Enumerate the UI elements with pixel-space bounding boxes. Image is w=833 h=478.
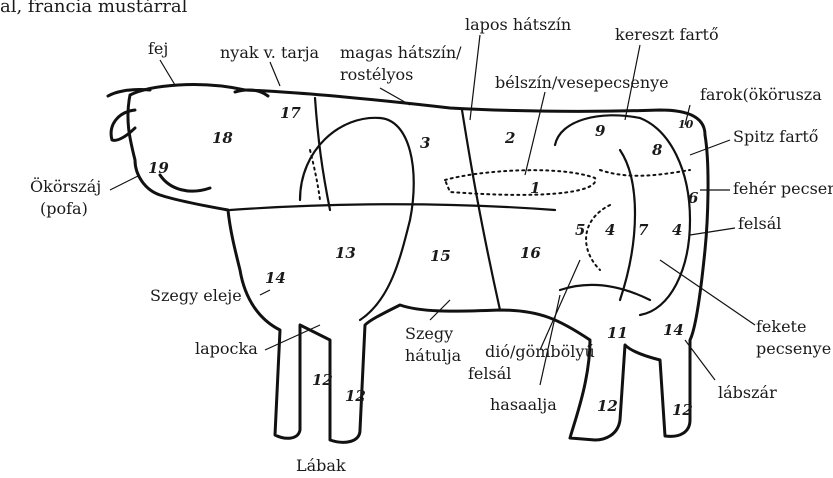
region-number: 7 — [638, 222, 648, 238]
leader-fej — [160, 60, 175, 85]
region-number: 19 — [148, 160, 169, 176]
label-spitz: Spitz fartő — [733, 128, 818, 146]
label-feher: fehér pecsen — [733, 180, 833, 198]
label-magas-2: rostélyos — [340, 66, 413, 84]
label-belszin: bélszín/vesepecsenye — [495, 74, 669, 92]
region-number: 1 — [530, 180, 540, 196]
leader-lapos — [470, 35, 480, 120]
region-number: 14 — [265, 270, 286, 286]
region-number: 9 — [595, 123, 605, 139]
leader-lapocka — [265, 325, 320, 350]
leader-spitz — [690, 140, 730, 155]
label-szegy-hatulja-1: Szegy — [405, 325, 453, 343]
label-lapocka: lapocka — [195, 340, 258, 358]
region-number: 13 — [335, 245, 356, 261]
region-number: 18 — [212, 130, 233, 146]
leader-szegy-eleje — [260, 290, 270, 295]
label-szegy-eleje: Szegy eleje — [150, 287, 242, 305]
region-number: 4 — [605, 222, 615, 238]
cut-lapos — [462, 110, 500, 310]
label-kereszt: kereszt fartő — [615, 26, 719, 44]
leader-okorszaj — [110, 175, 140, 190]
label-nyak: nyak v. tarja — [220, 44, 319, 62]
label-felsal: felsál — [738, 215, 781, 233]
region-number: 14 — [663, 322, 684, 338]
label-hasaalja: hasaalja — [490, 396, 557, 414]
muzzle — [160, 175, 210, 191]
region-number: 16 — [520, 245, 541, 261]
label-szegy-hatulja-2: hátulja — [405, 347, 461, 365]
leader-felsal — [690, 228, 735, 235]
label-fekete-1: fekete — [756, 318, 806, 336]
label-fekete-2: pecsenye — [756, 340, 831, 358]
leader-belszin — [525, 92, 545, 175]
region-number: 4 — [672, 222, 682, 238]
cut-shoulder-loop — [300, 118, 414, 320]
cut-neck — [315, 98, 330, 210]
label-okorszaj-1: Ökörszáj — [30, 178, 101, 196]
dotted-neck — [310, 150, 320, 200]
region-number: 11 — [607, 325, 628, 341]
region-number: 12 — [597, 398, 618, 414]
cut-flank — [560, 285, 650, 300]
region-number: 10 — [678, 117, 693, 133]
ear — [111, 110, 135, 140]
region-number: 8 — [652, 142, 662, 158]
leader-fekete — [660, 260, 755, 325]
label-farok: farok(ökörusza — [700, 86, 822, 104]
region-number: 15 — [430, 248, 451, 264]
label-labszar: lábszár — [718, 384, 777, 402]
region-number: 12 — [312, 372, 333, 388]
dotted-belszin — [445, 170, 595, 195]
leader-nyak — [270, 62, 280, 86]
label-lapos: lapos hátszín — [465, 16, 571, 34]
label-dio-2: felsál — [468, 365, 511, 383]
region-number: 12 — [345, 388, 366, 404]
cut-rump-loop — [555, 115, 690, 315]
region-number: 3 — [420, 135, 430, 151]
region-number: 2 — [505, 130, 515, 146]
region-number: 12 — [672, 402, 693, 418]
leader-dio — [540, 260, 580, 350]
page-title: al, franciа mustárral — [0, 0, 187, 16]
leader-hasaalja — [540, 295, 560, 385]
cut-rump-inner — [620, 150, 635, 300]
label-okorszaj-2: (pofa) — [40, 200, 88, 218]
region-number: 17 — [280, 105, 301, 121]
label-fej: fej — [148, 40, 168, 58]
label-labak: Lábak — [296, 457, 346, 475]
cut-belly — [230, 204, 555, 210]
label-dio-1: dió/gömbölyű — [485, 343, 595, 361]
dotted-inner-1 — [600, 170, 690, 176]
region-number: 6 — [688, 190, 698, 206]
region-number: 5 — [575, 222, 585, 238]
label-magas-1: magas hátszín/ — [340, 44, 462, 62]
